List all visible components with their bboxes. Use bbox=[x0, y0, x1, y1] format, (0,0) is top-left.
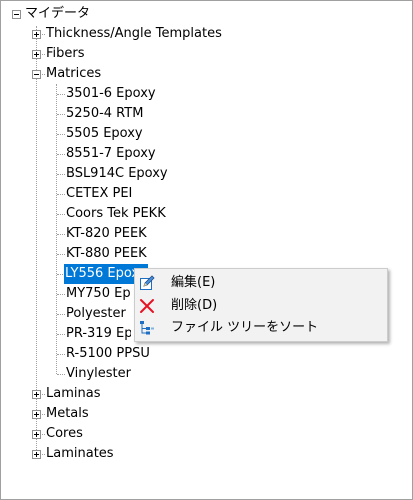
tree-node-label: Laminates bbox=[46, 446, 114, 461]
tree-node-label: Metals bbox=[46, 406, 89, 421]
tree-connector bbox=[37, 74, 45, 75]
tree-leaf-matrix[interactable]: Polyester bbox=[1, 304, 131, 324]
tree-connector bbox=[57, 274, 63, 275]
tree-node-label: Thickness/Angle Templates bbox=[46, 26, 222, 41]
tree-leaf-matrix[interactable]: R-5100 PPSU bbox=[1, 344, 201, 364]
expand-icon[interactable] bbox=[32, 50, 41, 59]
tree-connector bbox=[37, 34, 45, 35]
tree-connector bbox=[37, 434, 45, 435]
menu-item-sort-tree[interactable]: ファイル ツリーをソート bbox=[137, 317, 385, 339]
tree-connector bbox=[57, 374, 65, 375]
tree-leaf-label: BSL914C Epoxy bbox=[66, 166, 168, 181]
tree-node-matrices[interactable]: Matrices bbox=[1, 64, 201, 84]
tree-connector bbox=[57, 134, 65, 135]
tree-leaf-matrix[interactable]: 5505 Epoxy bbox=[1, 124, 201, 144]
tree-node-laminates[interactable]: Laminates bbox=[1, 444, 201, 464]
tree-leaf-label: 8551-7 Epoxy bbox=[66, 146, 156, 161]
tree-connector bbox=[57, 334, 65, 335]
expand-icon[interactable] bbox=[32, 430, 41, 439]
menu-item-delete[interactable]: 削除(D) bbox=[137, 295, 385, 317]
tree-node-label: Matrices bbox=[46, 66, 102, 81]
tree-leaf-label: Coors Tek PEKK bbox=[66, 206, 166, 221]
tree-leaf-matrix[interactable]: PR-319 Epoxy bbox=[1, 324, 131, 344]
tree-node-metals[interactable]: Metals bbox=[1, 404, 201, 424]
tree-leaf-label: Polyester bbox=[66, 306, 126, 321]
tree-connector bbox=[57, 154, 65, 155]
tree-connector bbox=[57, 254, 65, 255]
edit-icon bbox=[139, 275, 155, 291]
tree-leaf-matrix[interactable]: KT-880 PEEK bbox=[1, 244, 201, 264]
menu-item-label: 削除(D) bbox=[171, 298, 218, 313]
tree-connector bbox=[57, 234, 65, 235]
tree-leaf-matrix[interactable]: BSL914C Epoxy bbox=[1, 164, 201, 184]
tree-connector bbox=[57, 94, 65, 95]
tree-connector bbox=[36, 26, 37, 454]
tree-leaf-matrix[interactable]: CETEX PEI bbox=[1, 184, 201, 204]
tree-node-laminas[interactable]: Laminas bbox=[1, 384, 201, 404]
tree-connector bbox=[37, 394, 45, 395]
tree-leaf-label: CETEX PEI bbox=[66, 186, 133, 201]
context-menu: 編集(E) 削除(D) ファイル ツリーをソート bbox=[134, 268, 388, 342]
tree-connector bbox=[57, 194, 65, 195]
tree-connector bbox=[57, 354, 65, 355]
collapse-icon[interactable] bbox=[12, 10, 21, 19]
tree-node-label: Fibers bbox=[46, 46, 85, 61]
sort-tree-icon bbox=[139, 320, 155, 336]
tree-node-fibers[interactable]: Fibers bbox=[1, 44, 201, 64]
tree-leaf-label: KT-880 PEEK bbox=[66, 246, 147, 261]
tree-leaf-label: 3501-6 Epoxy bbox=[66, 86, 156, 101]
tree-leaf-matrix[interactable]: Vinylester bbox=[1, 364, 201, 384]
expand-icon[interactable] bbox=[32, 410, 41, 419]
tree-node-label: Laminas bbox=[46, 386, 101, 401]
menu-item-label: ファイル ツリーをソート bbox=[171, 320, 319, 335]
tree-leaf-matrix[interactable]: 8551-7 Epoxy bbox=[1, 144, 201, 164]
tree-leaf-matrix[interactable]: Coors Tek PEKK bbox=[1, 204, 201, 224]
expand-icon[interactable] bbox=[32, 450, 41, 459]
tree-connector bbox=[37, 454, 45, 455]
delete-icon bbox=[139, 298, 155, 314]
tree-node-cores[interactable]: Cores bbox=[1, 424, 201, 444]
expand-icon[interactable] bbox=[32, 390, 41, 399]
tree-leaf-label: MY750 Epoxy bbox=[66, 286, 131, 301]
tree-leaf-label: PR-319 Epoxy bbox=[66, 326, 131, 341]
tree-connector bbox=[37, 414, 45, 415]
tree-leaf-matrix[interactable]: MY750 Epoxy bbox=[1, 284, 131, 304]
menu-item-label: 編集(E) bbox=[171, 275, 216, 290]
tree-leaf-matrix-selected[interactable]: LY556 Epoxy bbox=[1, 264, 201, 284]
tree-connector bbox=[57, 174, 65, 175]
tree-leaf-label: KT-820 PEEK bbox=[66, 226, 147, 241]
tree-leaf-label: Vinylester bbox=[66, 366, 131, 381]
tree-leaf-matrix[interactable]: 3501-6 Epoxy bbox=[1, 84, 201, 104]
tree-leaf-label: R-5100 PPSU bbox=[66, 346, 150, 361]
tree-node-label: マイデータ bbox=[25, 6, 91, 21]
collapse-icon[interactable] bbox=[32, 70, 41, 79]
menu-item-edit[interactable]: 編集(E) bbox=[137, 272, 385, 294]
tree-connector bbox=[57, 314, 65, 315]
tree-connector bbox=[57, 294, 65, 295]
tree-leaf-matrix[interactable]: KT-820 PEEK bbox=[1, 224, 201, 244]
tree-leaf-label: 5250-4 RTM bbox=[66, 106, 144, 121]
tree-leaf-matrix[interactable]: 5250-4 RTM bbox=[1, 104, 201, 124]
tree-connector bbox=[57, 214, 65, 215]
tree-connector bbox=[37, 54, 45, 55]
tree-node-thickness-angle-templates[interactable]: Thickness/Angle Templates bbox=[1, 24, 261, 44]
tree-connector bbox=[56, 84, 57, 374]
tree-leaf-label: LY556 Epoxy bbox=[64, 264, 148, 284]
tree-node-root[interactable]: マイデータ bbox=[1, 4, 201, 24]
tree-connector bbox=[57, 114, 65, 115]
tree-node-label: Cores bbox=[46, 426, 83, 441]
tree-leaf-label: 5505 Epoxy bbox=[66, 126, 143, 141]
expand-icon[interactable] bbox=[32, 30, 41, 39]
